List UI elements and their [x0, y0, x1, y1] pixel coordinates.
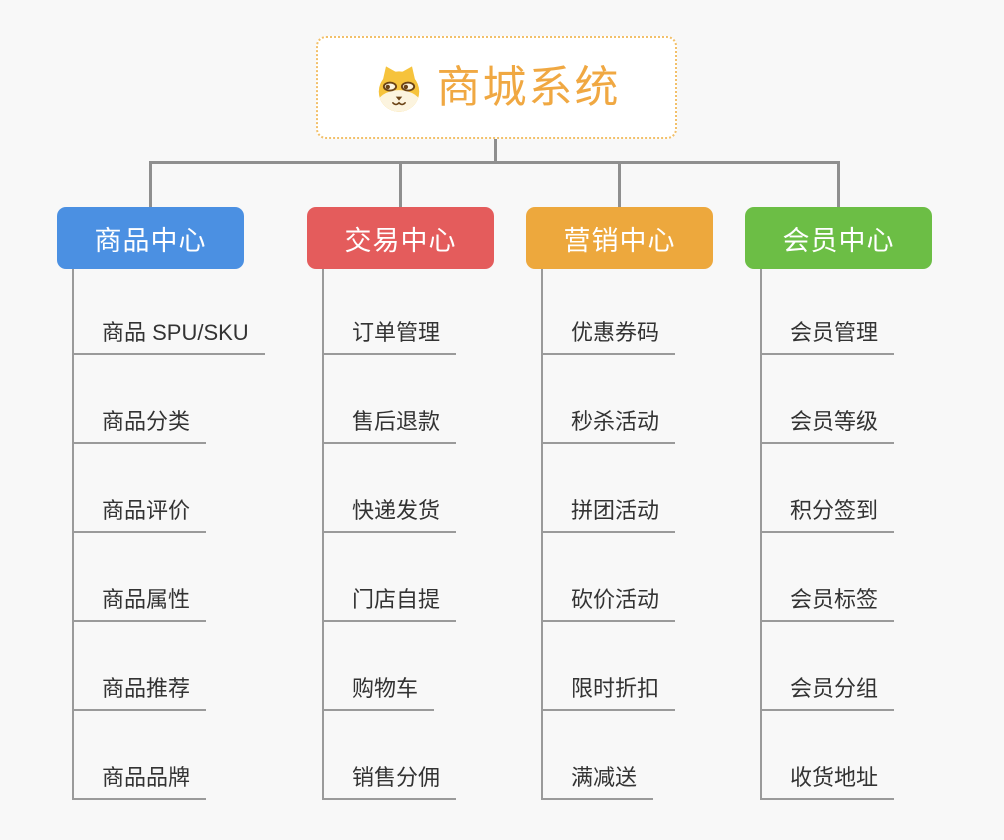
child-topic[interactable]: 商品评价	[72, 493, 207, 533]
child-topic[interactable]: 售后退款	[322, 404, 457, 444]
connector-branch-trunk	[72, 269, 74, 800]
child-topic[interactable]: 优惠券码	[541, 315, 676, 355]
child-topic[interactable]: 门店自提	[322, 582, 457, 622]
branch-node[interactable]: 商品中心	[57, 207, 244, 269]
child-topic[interactable]: 销售分佣	[322, 760, 457, 800]
branch-node[interactable]: 营销中心	[526, 207, 713, 269]
child-topic[interactable]: 会员分组	[760, 671, 895, 711]
connector-branch-trunk	[541, 269, 543, 800]
connector-bus	[149, 161, 840, 164]
connector-branch-drop	[618, 164, 621, 207]
connector-branch-trunk	[760, 269, 762, 800]
root-node[interactable]: 商城系统	[316, 36, 677, 139]
child-topic[interactable]: 购物车	[322, 671, 435, 711]
connector-branch-trunk	[322, 269, 324, 800]
child-topic[interactable]: 会员标签	[760, 582, 895, 622]
child-topic[interactable]: 商品 SPU/SKU	[72, 315, 265, 355]
child-topic[interactable]: 商品分类	[72, 404, 207, 444]
dog-face-icon	[378, 65, 419, 112]
child-topic[interactable]: 商品推荐	[72, 671, 207, 711]
child-topic[interactable]: 限时折扣	[541, 671, 676, 711]
child-topic[interactable]: 砍价活动	[541, 582, 676, 622]
root-title: 商城系统	[436, 62, 621, 112]
child-topic[interactable]: 商品属性	[72, 582, 207, 622]
connector-branch-drop	[399, 164, 402, 207]
child-topic[interactable]: 商品品牌	[72, 760, 207, 800]
child-topic[interactable]: 订单管理	[322, 315, 457, 355]
branch-node[interactable]: 交易中心	[307, 207, 494, 269]
child-topic[interactable]: 积分签到	[760, 493, 895, 533]
child-topic[interactable]: 会员管理	[760, 315, 895, 355]
connector-branch-drop	[837, 164, 840, 207]
connector-root-drop	[494, 139, 497, 164]
connector-branch-drop	[149, 164, 152, 207]
child-topic[interactable]: 会员等级	[760, 404, 895, 444]
child-topic[interactable]: 拼团活动	[541, 493, 676, 533]
child-topic[interactable]: 快递发货	[322, 493, 457, 533]
branch-node[interactable]: 会员中心	[745, 207, 932, 269]
child-topic[interactable]: 秒杀活动	[541, 404, 676, 444]
child-topic[interactable]: 满减送	[541, 760, 654, 800]
child-topic[interactable]: 收货地址	[760, 760, 895, 800]
